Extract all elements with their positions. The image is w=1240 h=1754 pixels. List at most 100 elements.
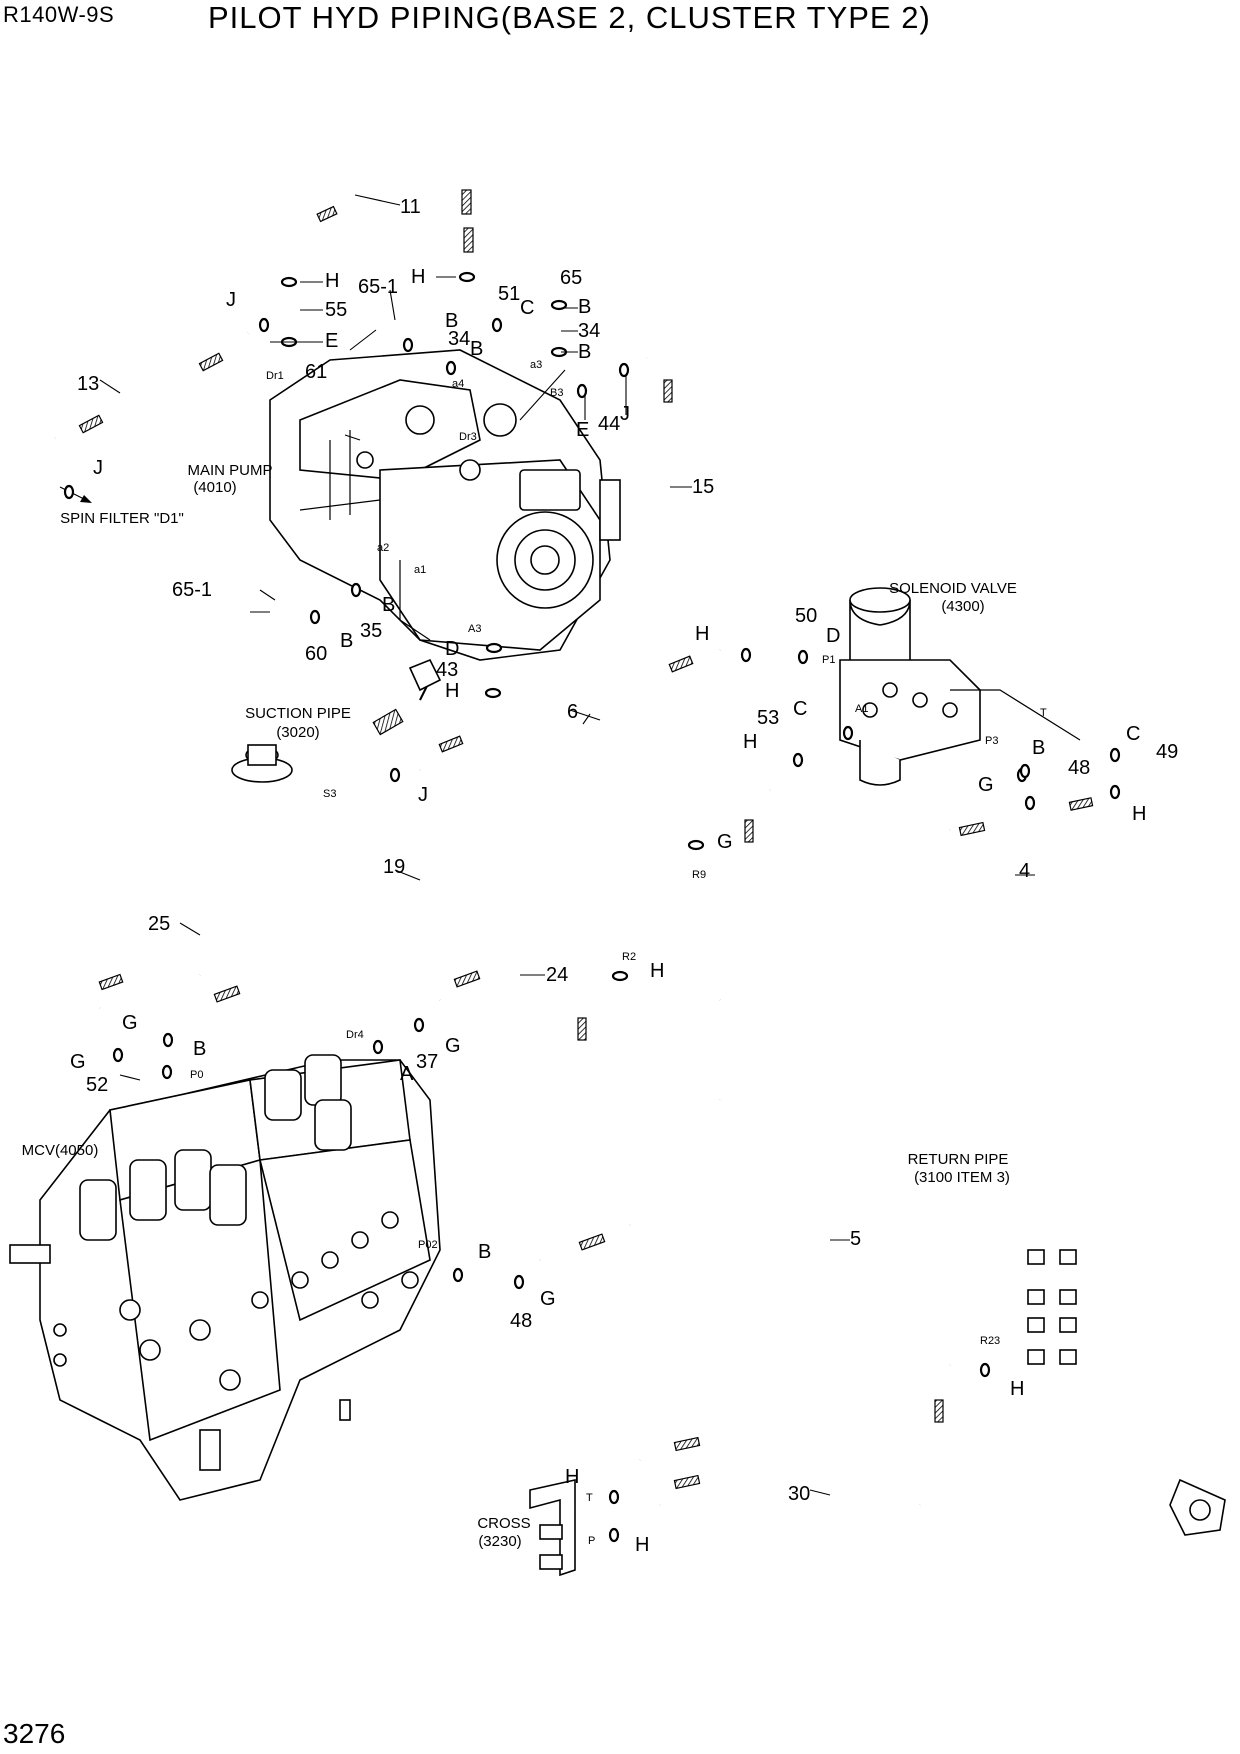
model-number: R140W-9S <box>3 2 115 27</box>
cross-label: CROSS <box>477 1515 530 1532</box>
cross-code: (3230) <box>478 1533 521 1550</box>
callout-11: 11 <box>400 196 421 218</box>
suction-flange <box>231 658 442 783</box>
callout-44: 44 <box>598 413 620 435</box>
callout-19: 19 <box>383 856 405 878</box>
callout-34-2: 34 <box>448 328 470 350</box>
callout-g-4: G <box>70 1051 86 1073</box>
spin-filter-label: SPIN FILTER "D1" <box>60 510 184 527</box>
callout-j-4: J <box>418 784 428 806</box>
callout-b-3: B <box>445 310 458 332</box>
callout-j-3: J <box>620 403 630 425</box>
callout-30: 30 <box>788 1483 810 1505</box>
callout-g: G <box>978 774 994 796</box>
svg-text:a3: a3 <box>530 359 542 371</box>
callout-48-2: 48 <box>510 1310 532 1332</box>
svg-text:R9: R9 <box>692 869 706 881</box>
main-pump-label: MAIN PUMP <box>187 462 272 479</box>
callout-53: 53 <box>757 707 779 729</box>
svg-text:a1: a1 <box>414 564 426 576</box>
pipe-group <box>53 161 1202 1563</box>
svg-text:P0: P0 <box>190 1069 203 1081</box>
callout-g-3: G <box>122 1012 138 1034</box>
callout-15: 15 <box>692 476 714 498</box>
return-pipe-label: RETURN PIPE <box>908 1151 1009 1168</box>
svg-text:B3: B3 <box>550 387 563 399</box>
o-rings <box>63 271 1121 1543</box>
callout-j-2: J <box>93 457 103 479</box>
page-number: 3276 <box>3 1718 66 1749</box>
callout-4: 4 <box>1019 860 1030 882</box>
callout-24: 24 <box>546 964 568 986</box>
callout-c: C <box>520 297 534 319</box>
callout-b-8: B <box>193 1038 206 1060</box>
main-pump-code: (4010) <box>193 479 236 496</box>
callout-c-3: C <box>1126 723 1140 745</box>
callout-6: 6 <box>567 701 578 723</box>
callout-d-2: D <box>826 625 840 647</box>
suction-pipe-code: (3020) <box>276 724 319 741</box>
callout-5: 5 <box>850 1228 861 1250</box>
callout-61: 61 <box>305 361 327 383</box>
port-labels: Dr1 a4 a3 B3 Dr3 a2 a1 A3 S3 P1 A1 T P3 … <box>190 359 1047 1547</box>
callout-b-7: B <box>1032 737 1045 759</box>
callout-g-5: G <box>445 1035 461 1057</box>
svg-text:P02: P02 <box>418 1239 438 1251</box>
svg-text:R23: R23 <box>980 1335 1000 1347</box>
svg-text:T: T <box>586 1492 593 1504</box>
callout-g-6: G <box>540 1288 556 1310</box>
callout-d: D <box>445 638 459 660</box>
callout-b-4: B <box>470 338 483 360</box>
callout-c-2: C <box>793 698 807 720</box>
callout-h-5: H <box>743 731 757 753</box>
callout-65-1-b: 65-1 <box>172 579 212 601</box>
callout-b-5: B <box>382 594 395 616</box>
callout-34: 34 <box>578 320 600 342</box>
callout-37: 37 <box>416 1051 438 1073</box>
svg-text:R2: R2 <box>622 951 636 963</box>
solenoid-valve <box>839 587 1081 786</box>
main-control-valve <box>9 1054 441 1501</box>
svg-text:Dr3: Dr3 <box>459 431 477 443</box>
svg-text:Dr1: Dr1 <box>266 370 284 382</box>
callout-25: 25 <box>148 913 170 935</box>
mcv-label: MCV(4050) <box>22 1142 99 1159</box>
svg-text:a4: a4 <box>452 378 464 390</box>
callout-h-9: H <box>565 1466 579 1488</box>
svg-text:P3: P3 <box>985 735 998 747</box>
callout-50: 50 <box>795 605 817 627</box>
callout-49: 49 <box>1156 741 1178 763</box>
solenoid-valve-code: (4300) <box>941 598 984 615</box>
solenoid-valve-label: SOLENOID VALVE <box>889 580 1017 597</box>
callout-51: 51 <box>498 283 520 305</box>
callout-g-2: G <box>717 831 733 853</box>
cross-fitting <box>529 1479 576 1577</box>
callout-e: E <box>325 330 338 352</box>
callout-h-7: H <box>650 960 664 982</box>
callout-55: 55 <box>325 299 347 321</box>
svg-text:P: P <box>588 1535 595 1547</box>
callout-b-6: B <box>340 630 353 652</box>
callout-h-10: H <box>635 1534 649 1556</box>
svg-text:T: T <box>1040 707 1047 719</box>
callout-j: J <box>226 289 236 311</box>
leader-lines <box>99 194 1035 1496</box>
svg-text:a2: a2 <box>377 542 389 554</box>
svg-text:P1: P1 <box>822 654 835 666</box>
callout-35: 35 <box>360 620 382 642</box>
mcv-ports <box>53 1211 419 1391</box>
callout-60: 60 <box>305 643 327 665</box>
callout-65: 65 <box>560 267 582 289</box>
callout-65-1: 65-1 <box>358 276 398 298</box>
hose-sleeves <box>78 189 1094 1490</box>
callout-48: 48 <box>1068 757 1090 779</box>
callout-h-3: H <box>445 680 459 702</box>
callout-labels: 11 H 55 E J 65-1 H 51 C 65 B 34 B B 34 B… <box>70 196 1178 1556</box>
svg-text:A3: A3 <box>468 623 481 635</box>
callout-e-2: E <box>576 419 589 441</box>
suction-pipe-label: SUCTION PIPE <box>245 705 351 722</box>
component-labels: MAIN PUMP (4010) SOLENOID VALVE (4300) S… <box>22 462 1017 1550</box>
callout-b-2: B <box>578 341 591 363</box>
return-pipe-manifold <box>1027 1249 1226 1536</box>
